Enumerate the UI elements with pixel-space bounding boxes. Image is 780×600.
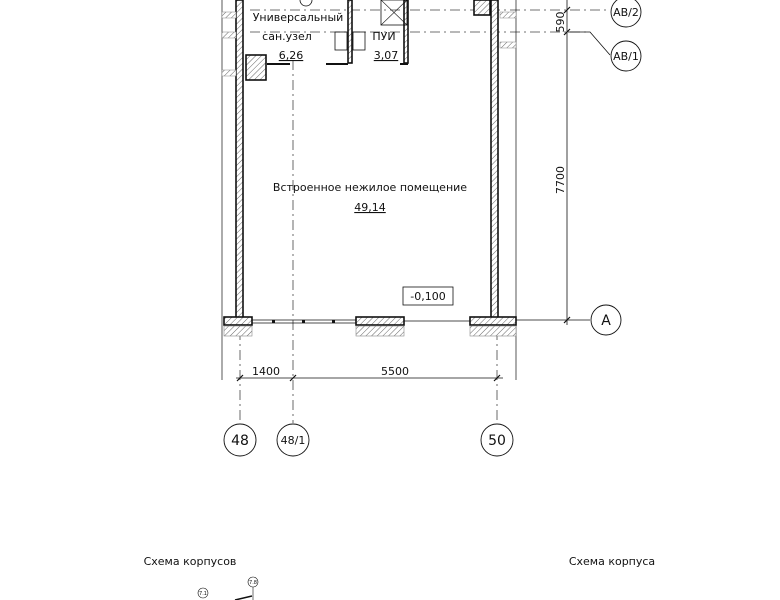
scheme-mark-7-1: 7.1	[197, 587, 209, 599]
dimension-1400: 1400	[252, 365, 280, 378]
svg-text:А: А	[601, 313, 611, 329]
scheme-left-title: Схема корпусов	[144, 555, 237, 568]
scheme-right-title: Схема корпуса	[569, 555, 655, 568]
scheme-mark-7-8: 7.8	[234, 576, 259, 600]
axis-bubble-av2: АВ/2	[610, 0, 642, 28]
axis-bubble-a: А	[590, 304, 622, 336]
room-name: ПУИ	[372, 30, 395, 43]
dimension-590: 590	[554, 12, 567, 33]
level-mark-box	[402, 286, 454, 306]
room-name-line2: сан.узел	[262, 30, 312, 43]
svg-text:48: 48	[231, 433, 249, 449]
axis-bubble-48-1: 48/1	[276, 423, 310, 457]
svg-text:50: 50	[488, 433, 506, 449]
dimension-5500: 5500	[381, 365, 409, 378]
room-name: Встроенное нежилое помещение	[273, 181, 467, 194]
room-name-line1: Универсальный	[253, 11, 344, 24]
axis-bubble-48: 48	[223, 423, 257, 457]
axis-leader-av1	[568, 31, 611, 56]
svg-text:АВ/1: АВ/1	[613, 50, 639, 63]
svg-text:АВ/2: АВ/2	[613, 6, 639, 19]
svg-text:7.8: 7.8	[249, 580, 257, 586]
plumbing-fixtures	[299, 0, 408, 51]
svg-text:7.1: 7.1	[199, 591, 207, 597]
svg-text:48/1: 48/1	[281, 434, 306, 447]
bottom-dimension-line	[236, 374, 503, 382]
room-area: 49,14	[354, 201, 386, 214]
room-area: 6,26	[279, 49, 304, 62]
axis-bubble-av1: АВ/1	[610, 40, 642, 72]
room-area: 3,07	[374, 49, 399, 62]
right-dimension-line	[563, 0, 571, 325]
walls	[221, 0, 517, 380]
level-mark: -0,100	[410, 290, 445, 303]
axis-bubble-50: 50	[480, 423, 514, 457]
dimension-7700: 7700	[554, 166, 567, 194]
